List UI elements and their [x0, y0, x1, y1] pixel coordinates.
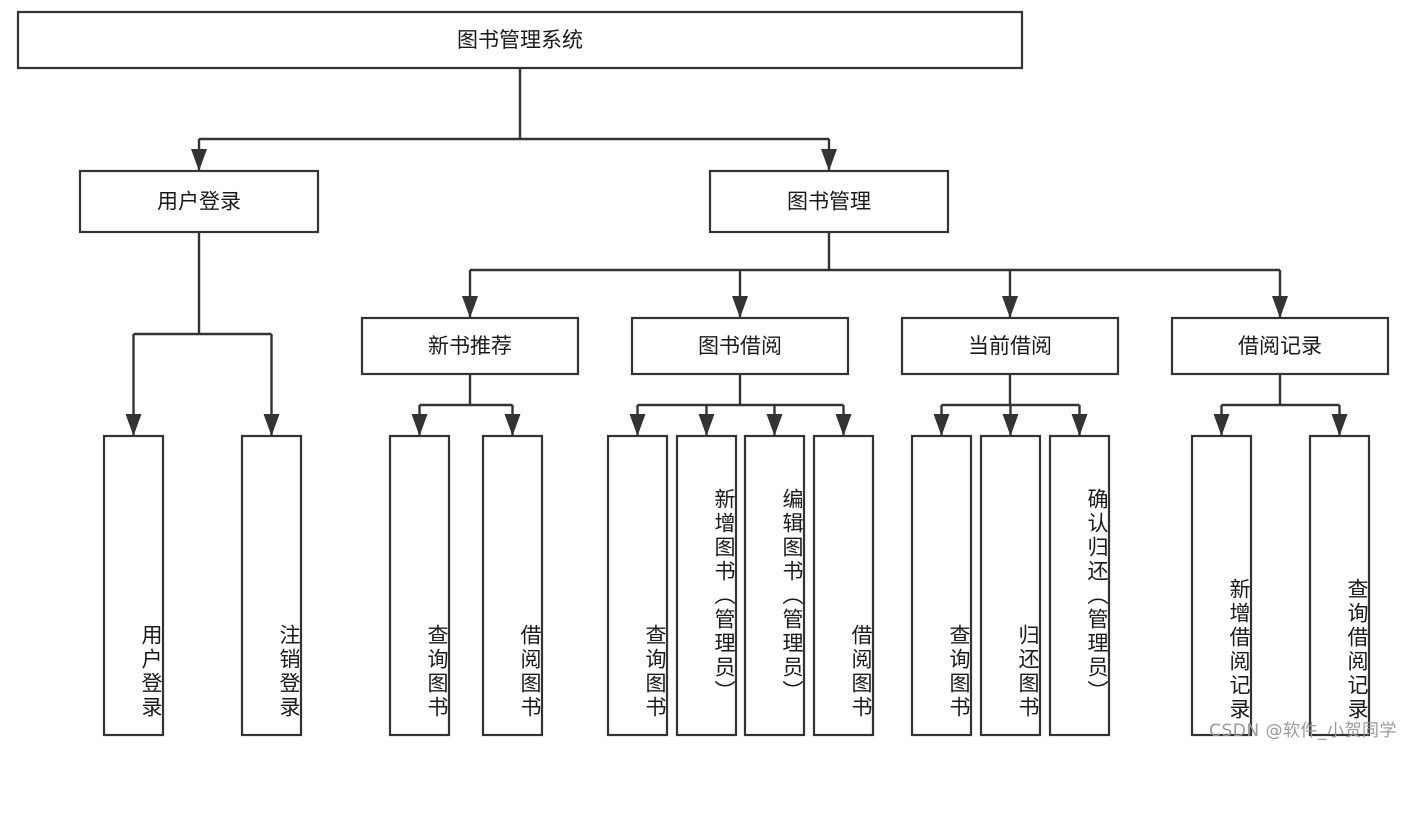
arrow-head-icon	[821, 149, 837, 171]
arrow-head-icon	[462, 296, 478, 318]
node-leaf-rec-query-box[interactable]	[388, 434, 451, 737]
node-leaf-cur-query-box[interactable]	[910, 434, 973, 737]
node-root-box[interactable]	[16, 10, 1024, 70]
node-leaf-rec-query2-box[interactable]	[1308, 434, 1371, 737]
node-leaf-rec-add-box[interactable]	[1190, 434, 1253, 737]
node-leaf-user-login-box[interactable]	[102, 434, 165, 737]
arrow-head-icon	[125, 414, 142, 436]
node-leaf-cur-query-label: 查询图书	[947, 623, 971, 720]
node-new-book-rec-label: 新书推荐	[428, 334, 512, 358]
node-leaf-user-login-label: 用户登录	[139, 623, 163, 720]
arrow-head-icon	[1331, 414, 1348, 436]
node-leaf-borrow-query-label: 查询图书	[643, 623, 667, 720]
node-leaf-rec-borrow-label: 借阅图书	[518, 623, 542, 720]
node-borrow-record-label: 借阅记录	[1238, 334, 1322, 358]
node-leaf-borrow-add-label: 新增图书（管理员）	[712, 487, 736, 704]
node-leaf-rec-query2-label: 查询借阅记录	[1345, 577, 1369, 722]
arrow-head-icon	[933, 414, 950, 436]
node-leaf-borrow-edit-box[interactable]	[743, 434, 806, 737]
node-leaf-borrow-edit-label: 编辑图书（管理员）	[780, 487, 804, 704]
node-new-book-rec-box[interactable]	[360, 316, 580, 376]
node-leaf-rec-add-label: 新增借阅记录	[1227, 577, 1251, 722]
node-leaf-cur-confirm-label: 确认归还（管理员）	[1085, 487, 1109, 704]
node-leaf-user-logout-label: 注销登录	[277, 623, 301, 720]
arrow-head-icon	[766, 414, 783, 436]
node-current-borrow-label: 当前借阅	[968, 334, 1052, 358]
boxes-layer	[16, 10, 1390, 737]
node-current-borrow-box[interactable]	[900, 316, 1120, 376]
node-book-borrow-label: 图书借阅	[698, 334, 782, 358]
arrow-head-icon	[1002, 414, 1019, 436]
arrow-head-icon	[504, 414, 521, 436]
node-leaf-borrow-query-box[interactable]	[606, 434, 669, 737]
arrow-head-icon	[191, 149, 207, 171]
node-borrow-record-box[interactable]	[1170, 316, 1390, 376]
arrow-head-icon	[1213, 414, 1230, 436]
arrow-head-icon	[411, 414, 428, 436]
connectors-layer	[125, 68, 1348, 436]
node-leaf-user-logout-box[interactable]	[240, 434, 303, 737]
node-leaf-borrow-add-box[interactable]	[675, 434, 738, 737]
node-user-login-label: 用户登录	[157, 190, 241, 214]
node-leaf-cur-return-label: 归还图书	[1016, 623, 1040, 720]
arrow-head-icon	[698, 414, 715, 436]
arrow-head-icon	[263, 414, 280, 436]
node-user-login-box[interactable]	[78, 169, 320, 234]
node-leaf-rec-query-label: 查询图书	[425, 623, 449, 720]
node-book-borrow-box[interactable]	[630, 316, 850, 376]
node-leaf-borrow-do-box[interactable]	[812, 434, 875, 737]
arrow-head-icon	[732, 296, 748, 318]
arrow-head-icon	[1071, 414, 1088, 436]
node-leaf-rec-borrow-box[interactable]	[481, 434, 544, 737]
arrow-head-icon	[1272, 296, 1288, 318]
node-book-manage-box[interactable]	[708, 169, 950, 234]
node-root-label: 图书管理系统	[457, 28, 583, 52]
arrow-head-icon	[1002, 296, 1018, 318]
diagram-canvas: 图书管理系统用户登录图书管理新书推荐图书借阅当前借阅借阅记录 用户登录注销登录查…	[16, 10, 1397, 741]
node-leaf-cur-return-box[interactable]	[979, 434, 1042, 737]
node-leaf-borrow-do-label: 借阅图书	[849, 623, 873, 720]
arrow-head-icon	[629, 414, 646, 436]
arrow-head-icon	[835, 414, 852, 436]
node-book-manage-label: 图书管理	[787, 190, 871, 214]
node-leaf-cur-confirm-box[interactable]	[1048, 434, 1111, 737]
